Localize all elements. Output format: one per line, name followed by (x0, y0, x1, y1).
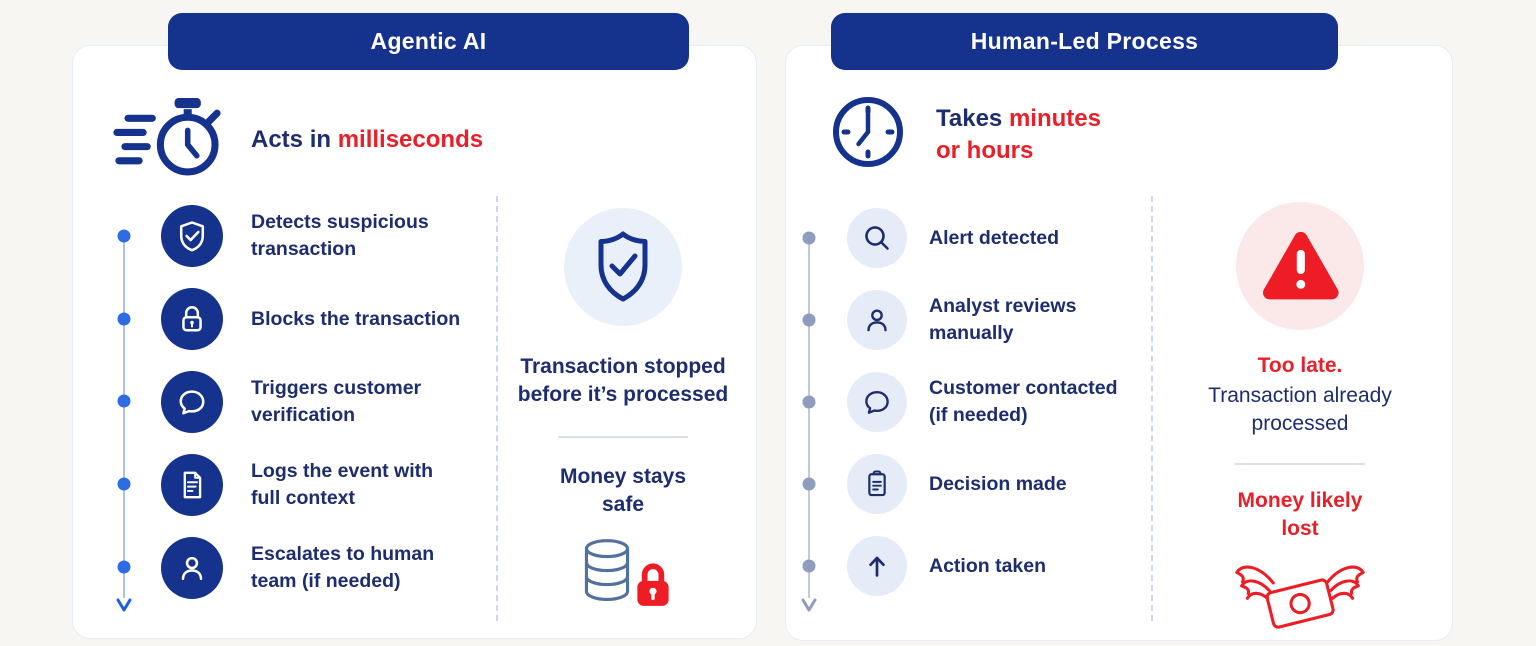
step-label: Escalates to human team (if needed) (251, 543, 435, 592)
agentic-ai-headline: Acts in milliseconds (111, 94, 483, 185)
flying-money-icon (1233, 553, 1367, 640)
column-divider (496, 196, 498, 621)
outcome-secondary-text: Money stays safe (559, 465, 687, 516)
column-divider (1151, 196, 1153, 621)
shield-check-outline-icon (564, 208, 682, 326)
step-row: Alert detected (847, 208, 1118, 268)
step-label: Detects suspicious transaction (251, 211, 429, 260)
human-led-steps: Alert detected Analyst reviews manually (847, 208, 1118, 596)
arrow-down-icon (116, 598, 132, 612)
human-led-title: Human-Led Process (970, 28, 1199, 54)
chat-bubble-icon (847, 372, 907, 432)
step-label: Decision made (929, 472, 1067, 495)
agentic-ai-header: Agentic AI (168, 13, 689, 70)
step-label: Triggers customer verification (251, 377, 422, 426)
warning-triangle-icon (1236, 202, 1364, 330)
agentic-outcome: Transaction stopped before it’s processe… (501, 208, 745, 611)
outcome-divider (1235, 463, 1365, 465)
search-icon (847, 208, 907, 268)
step-label: Action taken (929, 554, 1047, 577)
clipboard-icon (847, 454, 907, 514)
chat-bubble-icon (161, 371, 223, 433)
step-row: Customer contacted (if needed) (847, 372, 1118, 432)
step-row: Logs the event with full context (161, 454, 460, 516)
step-label: Analyst reviews manually (929, 295, 1077, 344)
outcome-secondary-text: Money likely lost (1237, 489, 1363, 540)
agentic-steps: Detects suspicious transaction Blocks th… (161, 205, 460, 599)
tagline-highlight-1: minutes (1008, 104, 1101, 132)
arrow-down-icon (801, 598, 817, 612)
step-label: Alert detected (929, 226, 1060, 249)
step-row: Blocks the transaction (161, 288, 460, 350)
outcome-primary-text: Transaction already processed (1208, 384, 1392, 435)
agentic-ai-tagline: Acts in milliseconds (251, 124, 483, 156)
shield-check-icon (161, 205, 223, 267)
speeding-stopwatch-icon (111, 94, 229, 185)
step-row: Detects suspicious transaction (161, 205, 460, 267)
step-row: Action taken (847, 536, 1118, 596)
tagline-highlight-2: or hours (936, 136, 1034, 164)
step-row: Triggers customer verification (161, 371, 460, 433)
outcome-highlight: Too late. (1257, 354, 1343, 377)
agentic-ai-title: Agentic AI (370, 28, 487, 54)
step-label: Logs the event with full context (251, 460, 434, 509)
step-label: Blocks the transaction (251, 307, 461, 330)
human-led-header: Human-Led Process (831, 13, 1338, 70)
step-row: Escalates to human team (if needed) (161, 537, 460, 599)
timeline-right (801, 231, 817, 612)
step-row: Decision made (847, 454, 1118, 514)
agentic-ai-card: Agentic AI (72, 13, 757, 639)
tagline-highlight: milliseconds (337, 125, 484, 153)
timeline-left (116, 229, 132, 612)
human-led-card: Human-Led Process (785, 13, 1453, 641)
outcome-primary-text: Transaction stopped before it’s processe… (517, 355, 729, 406)
document-icon (161, 454, 223, 516)
human-led-headline: Takes minutes or hours (828, 92, 1101, 177)
person-icon (161, 537, 223, 599)
lock-icon (161, 288, 223, 350)
step-row: Analyst reviews manually (847, 290, 1118, 350)
human-led-tagline: Takes minutes or hours (936, 103, 1101, 167)
coins-with-lock-icon (567, 533, 679, 611)
person-icon (847, 290, 907, 350)
arrow-up-icon (847, 536, 907, 596)
tagline-prefix: Takes (936, 104, 1009, 132)
outcome-divider (558, 436, 688, 438)
step-label: Customer contacted (if needed) (929, 377, 1118, 426)
clock-icon (828, 92, 908, 177)
human-led-outcome: Too late. Transaction already processed … (1172, 202, 1428, 640)
tagline-prefix: Acts in (251, 125, 338, 153)
